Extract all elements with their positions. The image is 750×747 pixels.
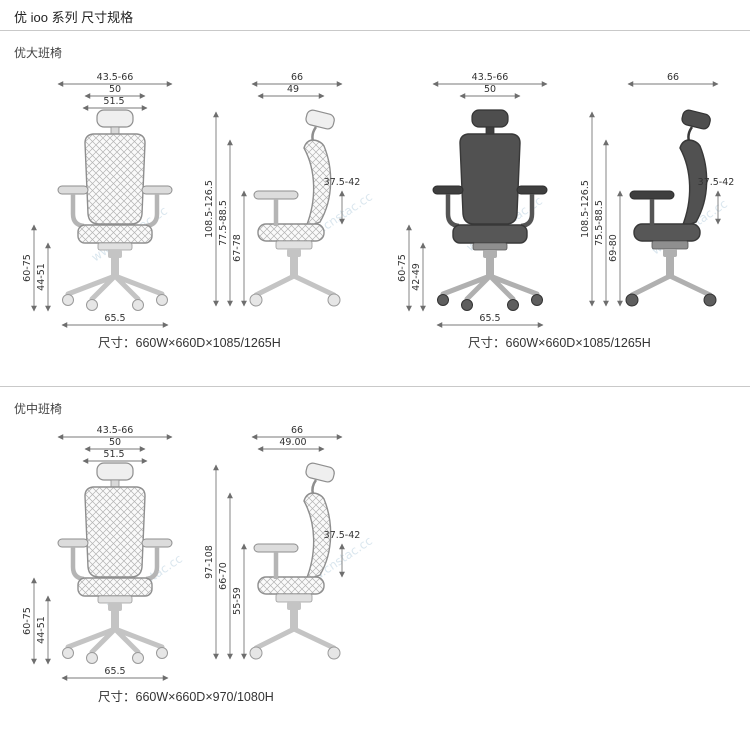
figure-large-front-outline: 43.5-66 50 51.5 60-75 44-51 65.5 — [22, 72, 172, 328]
section-heading-large-chair: 优大班椅 — [14, 46, 63, 60]
dim-width-outer: 43.5-66 — [97, 425, 134, 436]
dim-width-mid: 50 — [109, 84, 121, 95]
dim-depth-outer: 66 — [291, 425, 303, 436]
dim-depth-inner: 49.00 — [279, 437, 306, 448]
dim-width-outer: 43.5-66 — [97, 72, 134, 83]
chair-front-drawing — [433, 110, 547, 311]
dim-height-back: 66-70 — [218, 562, 229, 590]
dim-width-mid: 50 — [109, 437, 121, 448]
size-caption-large-right: 尺寸：660W×660D×1085/1265H — [468, 336, 651, 350]
dim-seat-height-outer: 60-75 — [397, 254, 408, 282]
dim-height-total: 97-108 — [204, 545, 215, 579]
dim-height-arm: 67-78 — [232, 234, 243, 262]
dim-height-arm: 69-80 — [608, 234, 619, 262]
chair-side-drawing — [250, 462, 340, 659]
dim-height-back: 77.5-88.5 — [218, 200, 229, 246]
dim-base-width: 65.5 — [104, 666, 125, 677]
dim-width-outer: 43.5-66 — [472, 72, 509, 83]
dim-seat-height-inner: 44-51 — [36, 263, 47, 291]
section-heading-medium-chair: 优中班椅 — [14, 402, 63, 416]
chair-side-drawing — [250, 109, 340, 306]
divider-middle — [0, 386, 750, 387]
figure-large-side-outline: 66 49 108.5-126.5 77.5-88.5 67-78 37.5-4… — [204, 72, 360, 306]
dim-height-total: 108.5-126.5 — [580, 180, 591, 238]
figure-medium-front-outline: 43.5-66 50 51.5 60-75 44-51 65.5 — [22, 425, 172, 681]
dim-height-total: 108.5-126.5 — [204, 180, 215, 238]
dim-depth-outer: 66 — [667, 72, 679, 83]
figure-large-side-dark: 66 108.5-126.5 75.5-88.5 69-80 37.5-42 — [580, 72, 734, 306]
dim-height-back: 75.5-88.5 — [594, 200, 605, 246]
dim-depth-outer: 66 — [291, 72, 303, 83]
dim-arm-height: 37.5-42 — [698, 177, 735, 188]
chair-side-drawing — [626, 109, 716, 306]
dim-seat-height-outer: 60-75 — [22, 254, 33, 282]
chair-front-drawing — [58, 110, 172, 311]
dim-width-inner: 51.5 — [103, 96, 124, 107]
size-caption-medium: 尺寸：660W×660D×970/1080H — [98, 690, 274, 704]
dim-arm-height: 37.5-42 — [324, 177, 361, 188]
figure-medium-side-outline: 66 49.00 97-108 66-70 55-59 37.5-42 — [204, 425, 360, 659]
dim-height-arm: 55-59 — [232, 587, 243, 615]
dim-seat-height-outer: 60-75 — [22, 607, 33, 635]
dim-arm-height: 37.5-42 — [324, 530, 361, 541]
dim-depth-inner: 49 — [287, 84, 299, 95]
figure-large-front-dark: 43.5-66 50 60-75 42-49 65.5 — [397, 72, 547, 328]
page-title: 优 ioo 系列 尺寸规格 — [14, 10, 134, 25]
dim-width-mid: 50 — [484, 84, 496, 95]
chair-front-drawing — [58, 463, 172, 664]
divider-top — [0, 30, 750, 31]
size-caption-large-left: 尺寸：660W×660D×1085/1265H — [98, 336, 281, 350]
dim-base-width: 65.5 — [479, 313, 500, 324]
dim-seat-height-inner: 42-49 — [411, 263, 422, 291]
dim-seat-height-inner: 44-51 — [36, 616, 47, 644]
dim-width-inner: 51.5 — [103, 449, 124, 460]
dim-base-width: 65.5 — [104, 313, 125, 324]
